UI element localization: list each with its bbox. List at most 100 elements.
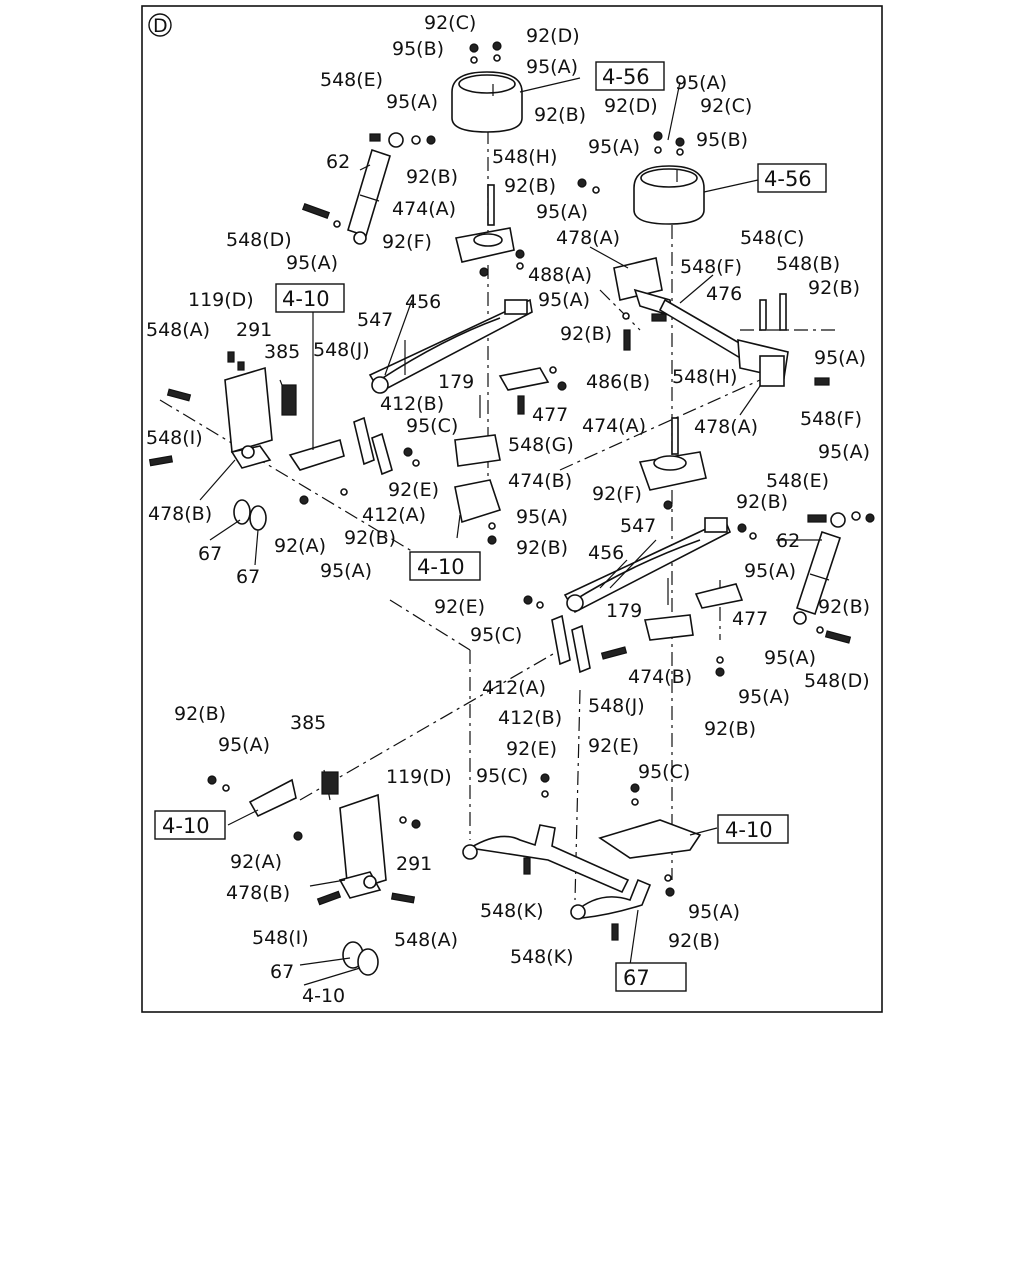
part-label: 547 — [620, 515, 656, 537]
part-label: 119(D) — [188, 289, 254, 311]
part-label: 95(A) — [526, 56, 578, 78]
part-label: 488(A) — [528, 264, 592, 286]
part-label: 412(A) — [482, 677, 546, 699]
view-marker: D — [148, 13, 172, 37]
part-label: 179 — [438, 371, 474, 393]
air-spring-upper-left — [451, 41, 523, 133]
part-label: 412(B) — [498, 707, 562, 729]
part-label: 474(A) — [582, 415, 646, 437]
part-label: 477 — [532, 404, 568, 426]
ref-box-4-56-upper[interactable]: 4-56 — [595, 61, 665, 91]
svg-text:4-56: 4-56 — [764, 167, 812, 191]
part-label: 548(F) — [800, 408, 862, 430]
part-label: 95(A) — [538, 289, 590, 311]
part-label: 95(C) — [638, 761, 690, 783]
part-label: 548(B) — [776, 253, 840, 275]
washers-67-lower — [342, 941, 379, 976]
part-label: 548(K) — [510, 946, 574, 968]
part-label: 548(I) — [252, 927, 309, 949]
view-marker-letter: D — [153, 15, 168, 37]
part-label: 548(I) — [146, 427, 203, 449]
ref-box-4-10-a[interactable]: 4-10 — [275, 283, 345, 313]
part-label: 92(E) — [388, 479, 439, 501]
ref-box-4-10-e[interactable]: 67 — [615, 962, 687, 992]
part-label: 92(B) — [516, 537, 568, 559]
part-label: 95(A) — [764, 647, 816, 669]
part-label: 92(D) — [526, 25, 580, 47]
part-label: 548(G) — [508, 434, 574, 456]
part-label: 291 — [396, 853, 432, 875]
part-label: 385 — [290, 712, 326, 734]
shackle-upper — [288, 416, 393, 505]
part-label: 92(E) — [434, 596, 485, 618]
part-label: 547 — [357, 309, 393, 331]
part-label: 92(B) — [736, 491, 788, 513]
shackle-lower — [551, 614, 628, 674]
part-label: 548(A) — [394, 929, 458, 951]
svg-text:4-10: 4-10 — [417, 555, 465, 579]
part-label: 478(A) — [556, 227, 620, 249]
leaf-spring-lower — [563, 517, 732, 614]
part-label: 385 — [264, 341, 300, 363]
part-label: 486(B) — [586, 371, 650, 393]
part-label: 548(H) — [492, 146, 557, 168]
spring-seat-upper — [455, 184, 515, 277]
misc-fasteners — [207, 178, 757, 906]
part-label: 92(A) — [230, 851, 282, 873]
ref-box-4-10-c[interactable]: 4-10 — [154, 810, 226, 840]
part-label: 92(F) — [592, 483, 642, 505]
part-label: 548(D) — [226, 229, 292, 251]
ubolt-plate-lower — [694, 583, 744, 609]
part-label: 92(B) — [534, 104, 586, 126]
part-label: 95(A) — [516, 506, 568, 528]
part-label: 95(A) — [818, 441, 870, 463]
part-label: 548(C) — [740, 227, 804, 249]
part-label: 95(A) — [320, 560, 372, 582]
part-label: 95(A) — [386, 91, 438, 113]
svg-text:4-10: 4-10 — [282, 287, 330, 311]
spring-seat-lower — [638, 417, 707, 510]
part-label: 95(B) — [392, 38, 444, 60]
part-label: 474(B) — [508, 470, 572, 492]
part-label: 92(E) — [588, 735, 639, 757]
part-label: 548(K) — [480, 900, 544, 922]
part-label: 95(A) — [286, 252, 338, 274]
svg-text:4-10: 4-10 — [162, 814, 210, 838]
leaf-spring-upper — [368, 298, 533, 394]
part-label: 456 — [405, 291, 441, 313]
part-label: 474(A) — [392, 198, 456, 220]
ref-box-4-10-b[interactable]: 4-10 — [409, 551, 481, 581]
part-label: 92(F) — [382, 231, 432, 253]
diagram-border — [141, 5, 883, 1013]
part-label: 548(F) — [680, 256, 742, 278]
part-labels: 92(C) 92(D) 95(B) 95(A) 548(E) 95(A) 95(… — [146, 12, 870, 1007]
part-label: 95(C) — [476, 765, 528, 787]
stabilizer-bar — [462, 773, 702, 941]
part-label: 478(B) — [148, 503, 212, 525]
part-label: 95(A) — [218, 734, 270, 756]
axle-block-upper — [454, 395, 502, 524]
part-label: 92(A) — [274, 535, 326, 557]
part-label: 95(C) — [406, 415, 458, 437]
ref-box-4-10-d[interactable]: 4-10 — [717, 814, 789, 844]
part-label: 548(J) — [313, 339, 370, 361]
part-label: 474(B) — [628, 666, 692, 688]
part-label: 412(B) — [380, 393, 444, 415]
part-label: 92(B) — [560, 323, 612, 345]
part-label: 92(C) — [700, 95, 752, 117]
ref-box-4-56-lower[interactable]: 4-56 — [757, 163, 827, 193]
part-label: 95(A) — [536, 201, 588, 223]
part-label: 179 — [606, 600, 642, 622]
part-label: 548(H) — [672, 366, 737, 388]
hanger-bracket-upper-left — [148, 366, 295, 469]
svg-text:4-56: 4-56 — [602, 65, 650, 89]
part-label: 92(B) — [504, 175, 556, 197]
part-label: 62 — [326, 151, 350, 173]
part-label: 92(B) — [808, 277, 860, 299]
part-label: 456 — [588, 542, 624, 564]
part-label: 92(B) — [406, 166, 458, 188]
part-label: 95(C) — [470, 624, 522, 646]
air-spring-upper-right — [633, 131, 705, 225]
hanger-bracket-lower-left — [248, 769, 387, 899]
part-label: 95(A) — [588, 136, 640, 158]
